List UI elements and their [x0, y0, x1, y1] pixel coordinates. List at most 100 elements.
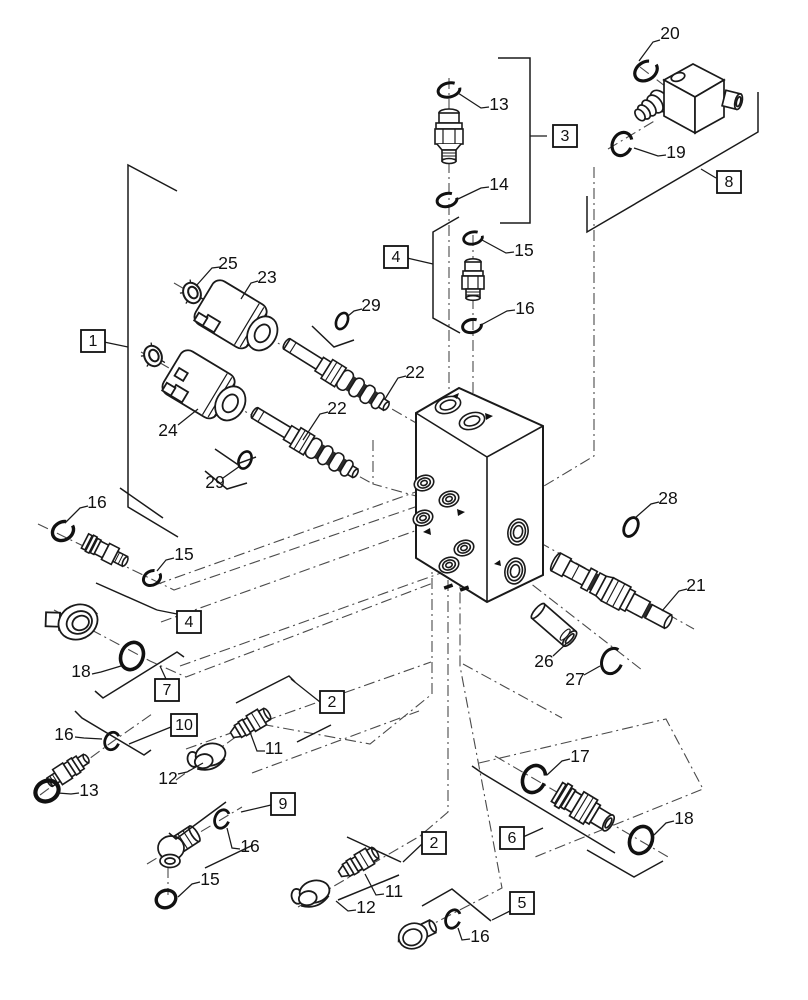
callout-box-4-top: 4 [383, 245, 409, 269]
cartridge-valve-21 [549, 552, 673, 630]
fitting-4-left [80, 532, 129, 568]
callout-box-label: 1 [89, 333, 98, 350]
o-ring-13-top [436, 81, 462, 99]
part-label-16: 16 [470, 926, 489, 946]
callout-box-label: 3 [561, 128, 570, 145]
fitting-4-top [461, 257, 485, 302]
part-label-15: 15 [174, 544, 193, 564]
fitting-11-first [229, 707, 272, 739]
part-label-12: 12 [356, 897, 375, 917]
part-label-23: 23 [257, 267, 276, 287]
callout-box-label: 5 [518, 895, 527, 912]
o-ring-14 [435, 191, 459, 209]
valve-block [412, 386, 544, 604]
o-ring-29-lower [237, 450, 253, 470]
callout-box-3: 3 [552, 124, 578, 148]
part-label-13: 13 [489, 94, 508, 114]
axis-lines [37, 66, 704, 940]
part-label-29: 29 [205, 472, 224, 492]
part-label-21: 21 [686, 575, 705, 595]
callout-box-9: 9 [270, 792, 296, 816]
part-label-13: 13 [79, 780, 98, 800]
elbow-fitting-9 [157, 825, 201, 869]
callout-box-5: 5 [509, 891, 535, 915]
solenoid-coil-24 [160, 349, 247, 422]
o-ring-18-left [118, 640, 146, 672]
part-label-17: 17 [570, 746, 589, 766]
callout-box-label: 10 [175, 717, 193, 734]
part-label-27: 27 [565, 669, 584, 689]
part-label-15: 15 [514, 240, 533, 260]
o-ring-16-top [461, 317, 483, 335]
callout-box-10: 10 [170, 713, 198, 737]
clamp-12-first [186, 742, 227, 771]
o-ring-13-bottom-left [33, 778, 61, 804]
callout-box-label: 8 [725, 174, 734, 191]
part-number-labels: 20 13 19 14 15 25 23 29 16 22 22 24 29 1… [54, 23, 705, 946]
callout-box-7: 7 [154, 678, 180, 702]
part-label-26: 26 [534, 651, 553, 671]
part-label-14: 14 [489, 174, 509, 194]
part-label-18: 18 [71, 661, 90, 681]
part-label-12: 12 [158, 768, 177, 788]
o-ring-15-group9 [154, 888, 178, 910]
callout-box-label: 9 [279, 796, 288, 813]
part-label-16: 16 [515, 298, 534, 318]
part-label-25: 25 [218, 253, 237, 273]
o-ring-16-bottom-mid [444, 908, 462, 930]
o-ring-15-left [141, 568, 163, 588]
hex-plug-7 [44, 603, 99, 641]
fitting-6 [550, 781, 616, 832]
callout-box-1: 1 [80, 329, 106, 353]
solenoid-valve-22-upper [282, 337, 390, 412]
part-label-15: 15 [200, 869, 219, 889]
callout-box-2-mid: 2 [319, 690, 345, 714]
port-flow-arrows [423, 393, 501, 592]
o-ring-17 [520, 763, 548, 795]
part-label-16: 16 [54, 724, 73, 744]
group-brackets [74, 57, 759, 922]
callout-box-label: 2 [328, 694, 337, 711]
o-ring-15-top [462, 230, 484, 246]
retaining-nut [140, 342, 166, 368]
callout-box-label: 6 [508, 830, 517, 847]
o-ring-16-bottom-left [103, 730, 121, 752]
o-ring-28 [622, 516, 640, 538]
part-label-16: 16 [87, 492, 106, 512]
callout-box-4-left: 4 [176, 610, 202, 634]
callout-box-8: 8 [716, 170, 742, 194]
part-label-18: 18 [674, 808, 693, 828]
part-label-28: 28 [658, 488, 677, 508]
o-ring-16-left [50, 519, 76, 543]
callout-box-2-bottom: 2 [421, 831, 447, 855]
part-label-22: 22 [405, 362, 424, 382]
filter-tube-26 [530, 602, 578, 648]
solenoid-valve-22-lower [250, 406, 359, 479]
hex-plug-5 [397, 918, 438, 950]
solenoid-coil-23 [192, 279, 279, 352]
callout-box-label: 7 [163, 682, 172, 699]
part-label-24: 24 [158, 420, 178, 440]
clamp-12-second [290, 879, 331, 908]
part-label-11: 11 [385, 881, 403, 901]
callout-box-6: 6 [499, 826, 525, 850]
part-label-22: 22 [327, 398, 346, 418]
o-ring-29-upper [334, 311, 350, 331]
retaining-nut-25 [179, 279, 205, 305]
fitting-3 [434, 108, 464, 165]
o-ring-19 [610, 130, 634, 158]
part-label-16: 16 [240, 836, 259, 856]
o-ring-18-bottom-right [627, 824, 655, 856]
part-label-20: 20 [660, 23, 680, 43]
callout-box-label: 4 [392, 249, 401, 266]
callout-boxes: 3 8 4 1 4 7 10 2 9 2 6 5 [80, 124, 742, 915]
fitting-11-second [337, 846, 380, 878]
elbow-fitting-8 [634, 63, 744, 135]
part-label-11: 11 [265, 738, 283, 758]
callout-box-label: 4 [185, 614, 194, 631]
callout-box-label: 2 [430, 835, 439, 852]
snap-ring-27 [600, 646, 624, 676]
o-ring-16-group9 [213, 808, 231, 830]
